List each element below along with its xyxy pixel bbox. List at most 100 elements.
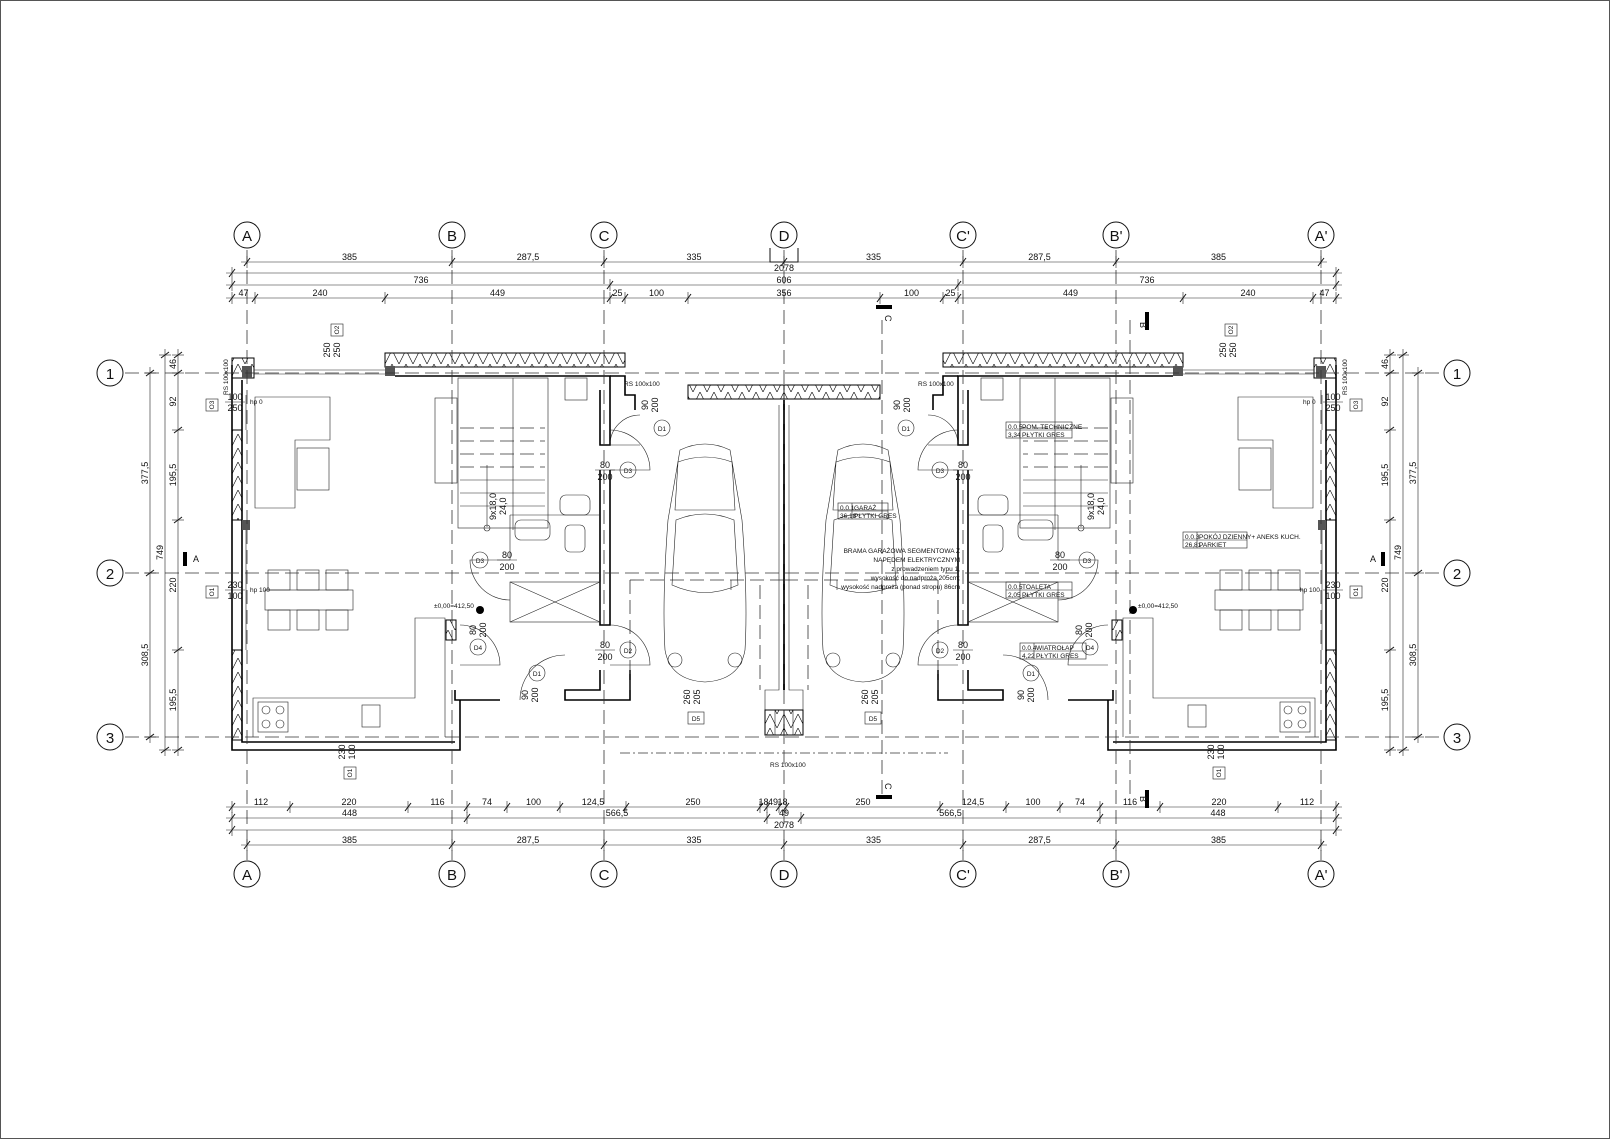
svg-text:200: 200 xyxy=(650,397,660,412)
svg-text:100: 100 xyxy=(227,591,242,601)
dimension-label: 100 xyxy=(1025,797,1040,807)
svg-text:D: D xyxy=(779,867,790,884)
level-mark-left: ±0,00=412,50 xyxy=(434,603,484,614)
svg-text:C': C' xyxy=(956,867,970,884)
sill-height-label: hp 100 xyxy=(250,587,270,594)
axis-B-bottom: B xyxy=(438,860,466,888)
svg-text:9x18,0: 9x18,0 xyxy=(488,493,498,520)
dimension-label: 335 xyxy=(866,835,881,845)
dimension-label: 100 xyxy=(526,797,541,807)
sill-height-label: hp 0 xyxy=(1303,399,1316,406)
svg-text:PŁYTKI GRES: PŁYTKI GRES xyxy=(854,513,897,520)
dimension-label: 25 xyxy=(945,288,955,298)
dimension-label: 377,5 xyxy=(1408,462,1418,485)
dimension-label: 449 xyxy=(490,288,505,298)
svg-text:2,05: 2,05 xyxy=(1008,592,1021,599)
svg-text:D1: D1 xyxy=(658,426,667,433)
svg-text:PŁYTKI GRES: PŁYTKI GRES xyxy=(1036,653,1079,660)
axis-bubbles: A B C D C' B' A' A B C D C' B' A' 1 2 3 … xyxy=(96,221,1471,888)
garage-door-note: BRAMA GARAŻOWA SEGMENTOWA Z NAPĘDEM ELEK… xyxy=(840,546,960,591)
axis-B2-top: B' xyxy=(1102,221,1130,249)
dimension-label: 116 xyxy=(1123,797,1137,807)
svg-text:0.0.4: 0.0.4 xyxy=(1022,645,1037,652)
svg-text:D: D xyxy=(779,228,790,245)
dimension-label: 2078 xyxy=(774,820,794,830)
svg-text:C: C xyxy=(883,783,893,790)
dimension-label: 736 xyxy=(1139,275,1154,285)
dimension-label: 92 xyxy=(168,396,178,406)
dimension-label: 195,5 xyxy=(168,689,178,712)
dimension-label: 240 xyxy=(312,288,327,298)
svg-text:230: 230 xyxy=(227,580,242,590)
svg-text:POM. TECHNICZNE: POM. TECHNICZNE xyxy=(1022,424,1083,431)
svg-text:A: A xyxy=(193,554,199,564)
axis-1-right: 1 xyxy=(1443,359,1471,387)
svg-text:RS 100x100: RS 100x100 xyxy=(624,381,660,388)
svg-text:80: 80 xyxy=(502,550,512,560)
dimension-label: 195,5 xyxy=(1380,464,1390,487)
dimension-label: 220 xyxy=(1211,797,1226,807)
svg-text:100: 100 xyxy=(1325,591,1340,601)
svg-text:RS 100x100: RS 100x100 xyxy=(770,762,806,769)
dimension-label: 449 xyxy=(1063,288,1078,298)
dimension-label: 195,5 xyxy=(168,464,178,487)
axis-2-left: 2 xyxy=(96,559,124,587)
svg-text:POKÓJ DZIENNY+ ANEKS KUCH.: POKÓJ DZIENNY+ ANEKS KUCH. xyxy=(1199,532,1301,541)
sill-height-label: hp 100 xyxy=(1300,587,1320,594)
dimension-label: 124,5 xyxy=(962,797,985,807)
svg-text:O3: O3 xyxy=(1353,400,1360,409)
dimension-label: 74 xyxy=(1075,797,1085,807)
svg-text:D2: D2 xyxy=(936,648,945,655)
dimension-label: 2078 xyxy=(774,263,794,273)
dimension-label: 220 xyxy=(341,797,356,807)
axis-2-right: 2 xyxy=(1443,559,1471,587)
grid-lines xyxy=(125,250,1445,860)
dimension-label: 195,5 xyxy=(1380,689,1390,712)
svg-text:D5: D5 xyxy=(692,716,701,723)
svg-text:D4: D4 xyxy=(474,645,483,652)
svg-text:O2: O2 xyxy=(334,325,341,334)
dimension-label: 287,5 xyxy=(517,252,540,262)
dimension-label: 112 xyxy=(254,797,268,807)
dimension-label: 74 xyxy=(482,797,492,807)
axis-B2-bottom: B' xyxy=(1102,860,1130,888)
level-mark-right: ±0,00=412,50 xyxy=(1129,603,1178,614)
dimension-label: 220 xyxy=(168,577,178,592)
svg-text:B: B xyxy=(447,228,457,245)
svg-text:80: 80 xyxy=(468,625,478,635)
svg-text:O1: O1 xyxy=(209,587,216,596)
svg-text:PARKIET: PARKIET xyxy=(1199,542,1226,549)
svg-text:0.0.3: 0.0.3 xyxy=(1185,534,1200,541)
svg-text:200: 200 xyxy=(597,472,612,482)
svg-text:4,22: 4,22 xyxy=(1022,653,1035,660)
svg-text:260: 260 xyxy=(860,689,870,704)
dimension-label: 308,5 xyxy=(1408,644,1418,667)
svg-text:2: 2 xyxy=(106,566,114,583)
svg-text:wysokość do nadproża 205cm;: wysokość do nadproża 205cm; xyxy=(870,575,960,582)
svg-text:90: 90 xyxy=(1016,690,1026,700)
svg-text:100: 100 xyxy=(1325,392,1340,402)
dimension-label: 49 xyxy=(768,797,778,807)
axis-B-top: B xyxy=(438,221,466,249)
svg-text:D1: D1 xyxy=(533,671,542,678)
svg-text:O3: O3 xyxy=(209,400,216,409)
svg-text:250: 250 xyxy=(1325,403,1340,413)
